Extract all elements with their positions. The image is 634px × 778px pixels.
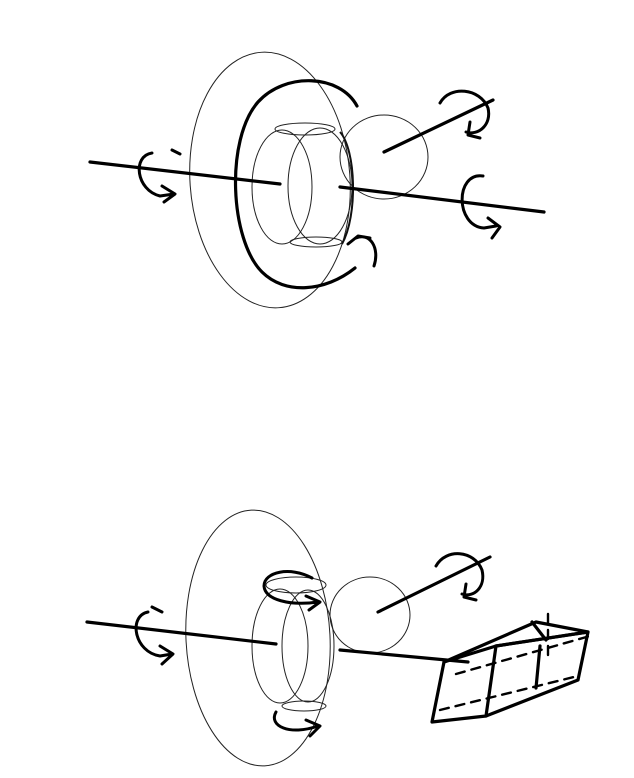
top-upper-right-rotation-arrow — [438, 89, 491, 140]
box-front-mid-edge — [534, 644, 542, 690]
bottom-hole-top-ellipse — [265, 576, 327, 594]
top-left-arrow-cap — [170, 148, 182, 156]
bottom-outer-ring — [185, 509, 331, 767]
bottom-hole-bottom-ellipse — [281, 700, 327, 712]
top-thick-bracket — [234, 79, 359, 290]
box-top-mid-edge — [530, 620, 548, 642]
bottom-lower-ring-rotation-arrow — [272, 710, 322, 738]
top-right-axis — [338, 185, 546, 214]
top-hole-bottom-ellipse — [289, 236, 343, 248]
bottom-inner-ring — [251, 588, 309, 704]
top-hole-top-ellipse — [274, 122, 336, 136]
top-right-rotation-arrow — [460, 174, 502, 240]
top-left-axis — [88, 160, 282, 186]
top-diagonal-axis — [382, 98, 495, 154]
bottom-top-ring-rotation-arrow — [262, 570, 322, 612]
bottom-left-rotation-arrow — [134, 610, 175, 666]
top-sphere — [339, 114, 429, 200]
bottom-sphere — [329, 576, 411, 654]
top-lower-rotation-arrow — [346, 234, 378, 268]
bottom-upper-right-rotation-arrow — [434, 552, 485, 602]
top-gimbal-sketch — [88, 51, 546, 309]
bottom-diagonal-axis — [376, 555, 492, 614]
bottom-left-axis — [85, 620, 278, 646]
box-hidden-edge-bottom — [438, 674, 580, 712]
bottom-box-sketch — [430, 612, 592, 724]
bottom-left-arrow-cap — [150, 605, 164, 614]
top-left-rotation-arrow — [137, 151, 177, 204]
bottom-inner-ring-right — [281, 589, 335, 703]
top-inner-arc — [339, 131, 354, 245]
top-outer-ring — [189, 51, 351, 309]
box-right-face — [484, 630, 590, 718]
box-hidden-edge-top — [454, 634, 592, 676]
top-inner-ring — [251, 129, 313, 245]
bottom-gimbal-sketch — [85, 509, 592, 767]
